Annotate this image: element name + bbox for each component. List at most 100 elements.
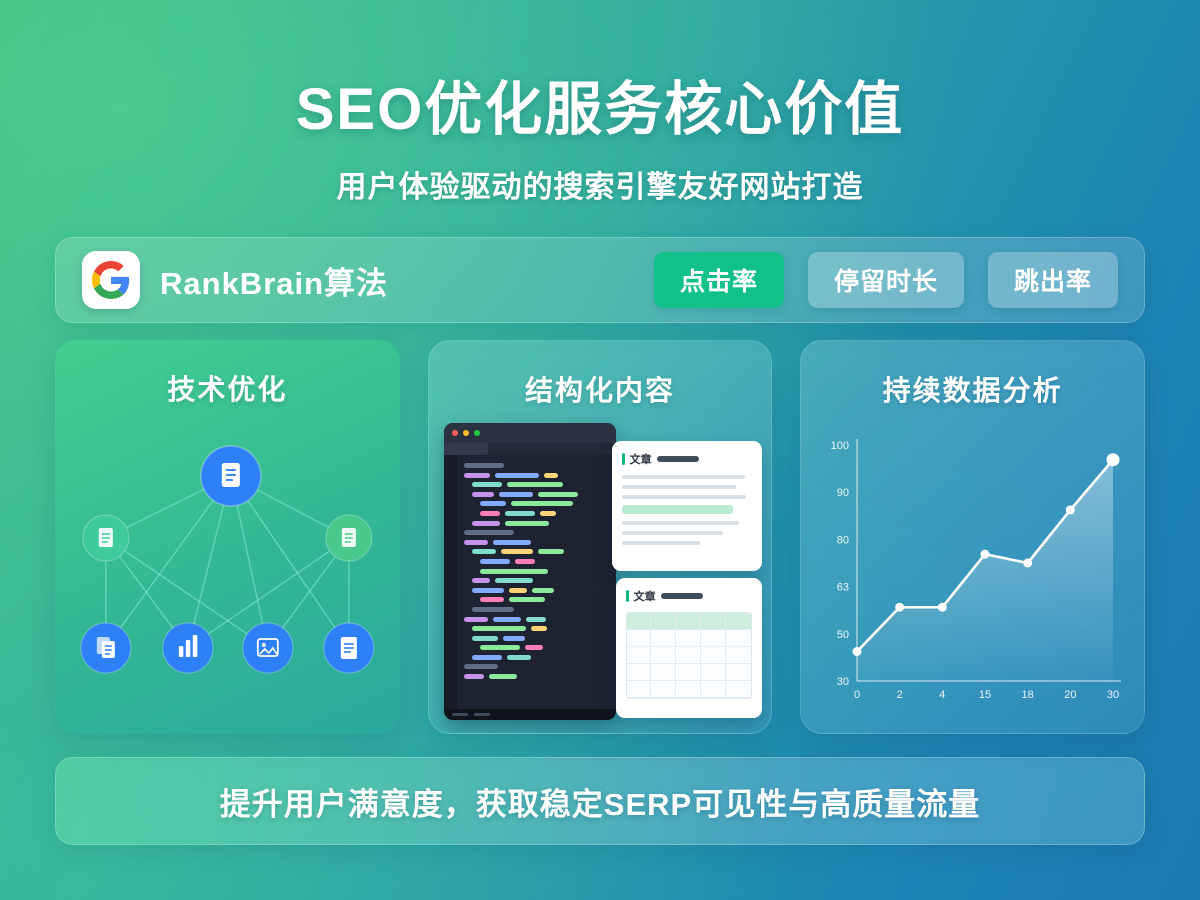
table-cell <box>651 664 677 681</box>
code-editor-titlebar <box>443 423 616 443</box>
table-cell <box>676 630 702 647</box>
rankbrain-bar: RankBrain算法 点击率 停留时长 跳出率 <box>55 237 1145 323</box>
table-cell <box>651 630 677 647</box>
table-header-cell <box>651 613 677 630</box>
table-cell <box>626 681 652 698</box>
x-tick-label: 2 <box>897 689 903 701</box>
table-cell <box>651 681 677 698</box>
table-cell <box>676 664 702 681</box>
card-title: 技术优化 <box>167 374 288 405</box>
node-document-bottom-right <box>323 622 375 674</box>
text-line-placeholder <box>621 485 737 489</box>
table-cell <box>725 664 751 681</box>
table-header-cell <box>676 613 702 630</box>
window-maximize-icon <box>473 430 480 436</box>
code-lines <box>457 455 616 709</box>
table-cell <box>725 647 751 664</box>
code-editor-tab <box>443 443 488 455</box>
network-diagram <box>80 445 375 674</box>
x-tick-label: 4 <box>940 689 946 701</box>
table-cell <box>725 681 751 698</box>
page-subtitle: 用户体验驱动的搜索引擎友好网站打造 <box>336 171 864 204</box>
feature-cards: 技术优化 <box>55 340 1145 734</box>
heading-accent-bar <box>625 590 629 602</box>
heading-accent-bar <box>621 453 625 465</box>
card-title: 结构化内容 <box>524 375 675 406</box>
badge-bounce-rate: 跳出率 <box>987 252 1118 308</box>
table-cell <box>701 681 726 698</box>
y-tick-label: 50 <box>837 629 849 641</box>
node-bar-chart <box>162 622 214 674</box>
article-preview-panel: 文章 <box>611 441 762 571</box>
card-title: 持续数据分析 <box>882 375 1063 406</box>
article-table-panel: 文章 <box>615 578 762 718</box>
table-cell <box>676 681 702 698</box>
x-tick-label: 18 <box>1022 689 1034 701</box>
doc-panel-heading: 文章 <box>633 591 656 603</box>
y-tick-label: 80 <box>837 534 849 546</box>
chart-point <box>1066 505 1076 515</box>
page-title: SEO优化服务核心价值 <box>295 77 905 142</box>
code-editor-sidebar <box>443 455 457 709</box>
highlighted-text-line <box>621 505 734 514</box>
node-image <box>242 622 294 674</box>
image-icon <box>256 638 279 657</box>
google-g-icon <box>92 261 130 299</box>
rankbrain-label: RankBrain算法 <box>160 265 389 301</box>
metric-badges: 点击率 停留时长 跳出率 <box>653 252 1118 308</box>
heading-placeholder-bar <box>656 456 699 462</box>
node-document-top <box>200 445 262 507</box>
table-cell <box>626 630 652 647</box>
y-tick-label: 100 <box>831 440 849 452</box>
x-tick-label: 20 <box>1065 689 1077 701</box>
code-editor-tabbar <box>443 443 616 455</box>
window-close-icon <box>451 430 458 436</box>
footer-text: 提升用户满意度，获取稳定SERP可见性与高质量流量 <box>219 786 981 822</box>
y-tick-label: 63 <box>837 582 849 594</box>
table-cell <box>701 664 726 681</box>
card-technical-optimization: 技术优化 <box>55 340 400 734</box>
code-editor-statusbar <box>443 709 616 720</box>
window-minimize-icon <box>462 430 469 436</box>
table-cell <box>626 647 652 664</box>
text-line-placeholder <box>621 521 739 525</box>
table-header-cell <box>626 613 652 630</box>
table-cell <box>651 647 677 664</box>
google-logo-box <box>82 251 140 309</box>
chart-point <box>895 602 905 612</box>
chart-point <box>1106 453 1120 467</box>
table-cell <box>676 647 702 664</box>
doc-panel-heading: 文章 <box>629 454 652 466</box>
status-chip <box>473 713 490 716</box>
card-structured-content: 结构化内容 文章 <box>427 340 773 734</box>
table-cell <box>725 630 751 647</box>
code-editor-window <box>443 423 616 720</box>
badge-click-rate: 点击率 <box>653 252 784 308</box>
table-header-cell <box>701 613 726 630</box>
badge-dwell-time: 停留时长 <box>807 252 964 308</box>
chart-point <box>852 647 862 656</box>
text-line-placeholder <box>621 495 747 499</box>
table-header-cell <box>725 613 751 630</box>
footer-bar: 提升用户满意度，获取稳定SERP可见性与高质量流量 <box>55 757 1145 845</box>
chart-point <box>938 602 948 612</box>
y-tick-label: 30 <box>837 676 849 688</box>
text-line-placeholder <box>621 541 700 545</box>
table-cell <box>701 630 726 647</box>
x-tick-label: 15 <box>979 689 991 701</box>
node-document-left <box>82 514 130 562</box>
data-table-placeholder <box>625 612 752 699</box>
status-chip <box>451 713 468 716</box>
y-tick-label: 90 <box>837 487 849 499</box>
chart-point <box>980 549 990 559</box>
x-tick-label: 0 <box>854 689 860 701</box>
text-line-placeholder <box>621 475 746 479</box>
node-document-right <box>325 514 373 562</box>
heading-placeholder-bar <box>660 593 703 599</box>
chart-point <box>1023 558 1033 568</box>
text-line-placeholder <box>621 531 724 535</box>
node-document-stack <box>80 622 132 674</box>
table-cell <box>701 647 726 664</box>
